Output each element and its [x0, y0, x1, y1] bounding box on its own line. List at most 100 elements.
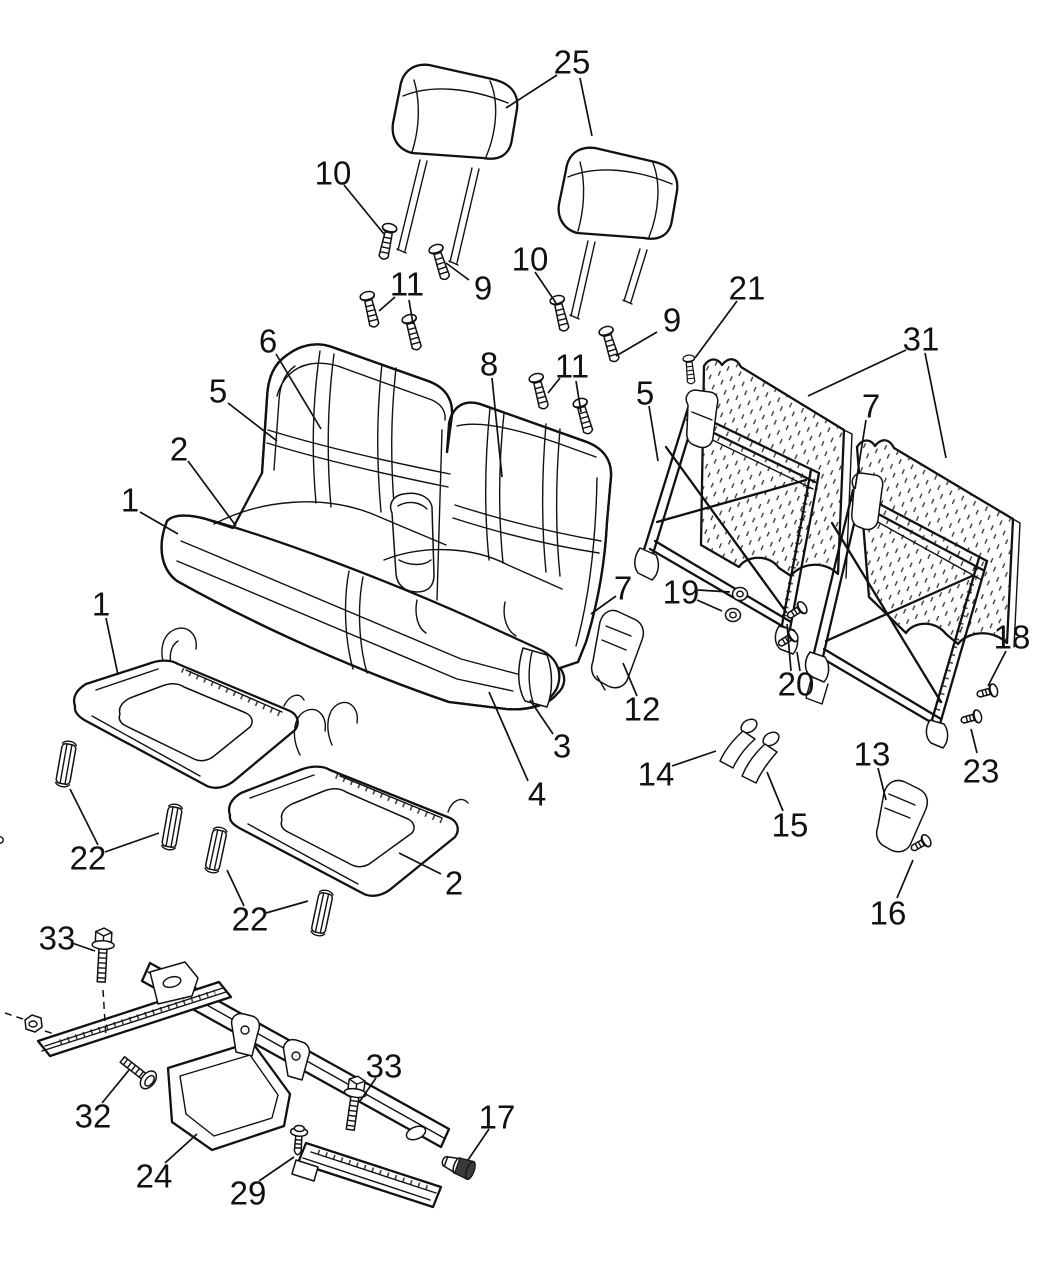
leader-line: [398, 852, 442, 875]
frame-latch: [685, 389, 719, 449]
leader-line: [275, 353, 322, 430]
handle-14: [719, 718, 758, 769]
callout-20: 20: [778, 666, 815, 703]
cushion-side-panel: [518, 647, 553, 708]
headrest-right: [557, 146, 679, 320]
leader-line: [467, 1128, 490, 1161]
seatback-left-cover: [260, 343, 454, 518]
leader-line: [786, 623, 792, 672]
callout-7: 7: [862, 388, 880, 425]
callout-1: 1: [121, 482, 139, 519]
callout-11: 11: [390, 266, 424, 303]
leader-line: [529, 699, 554, 735]
callout-5: 5: [636, 375, 654, 412]
handle-15: [741, 731, 780, 784]
callout-2: 2: [170, 431, 188, 468]
callout-6: 6: [259, 323, 277, 360]
callout-10: 10: [315, 155, 352, 192]
leader-line: [694, 300, 738, 359]
leader-line: [227, 402, 278, 442]
callout-22: 22: [70, 840, 107, 877]
leader-line: [547, 377, 561, 394]
floor-hardware: [4, 926, 476, 1181]
spacer-22-icon: [54, 739, 78, 789]
callout-22: 22: [232, 901, 269, 938]
bolt-32-icon: [119, 1056, 158, 1090]
leader-line: [590, 595, 617, 615]
screw-20-icon: [783, 599, 810, 623]
bolt-33-left-icon: [89, 926, 116, 984]
callout-12: 12: [624, 691, 661, 728]
left-track: [36, 980, 233, 1058]
riser-bracket-24: [166, 1040, 292, 1152]
leader-line: [877, 767, 887, 801]
callout-19: 19: [663, 574, 700, 611]
leader-line: [615, 331, 658, 357]
leader-line: [970, 728, 978, 754]
screw-29-icon: [289, 1124, 309, 1156]
callout-25: 25: [554, 44, 591, 81]
leader-line: [71, 942, 96, 952]
screw-23-icon: [958, 708, 984, 728]
leader-line: [104, 832, 160, 853]
leader-line: [924, 352, 947, 459]
screw-10-right-icon: [548, 293, 573, 334]
cushion-cover: [160, 501, 563, 711]
callout-7: 7: [614, 570, 632, 607]
leader-line: [534, 271, 557, 304]
nut-icon: [4, 1012, 58, 1036]
leader-line: [766, 771, 784, 812]
leader-line: [69, 788, 99, 846]
frame-foot: [804, 651, 830, 683]
leader-line: [622, 662, 638, 697]
leader-line: [343, 184, 385, 235]
floor-riser-assembly: [36, 961, 451, 1209]
callout-9: 9: [474, 270, 492, 307]
leader-line: [671, 750, 717, 767]
cushion-frame-left: [72, 627, 305, 789]
callout-14: 14: [638, 756, 675, 793]
callout-31: 31: [903, 321, 940, 358]
callout-1: 1: [92, 586, 110, 623]
seatback-right-cover: [436, 401, 613, 664]
leader-line: [378, 296, 396, 312]
seatback-frame-left: [634, 358, 853, 655]
leader-line: [807, 349, 907, 397]
screw-11-right2-icon: [571, 396, 597, 437]
screw-9-right-icon: [597, 324, 624, 365]
frame-foot: [634, 547, 660, 581]
leader-line: [408, 299, 414, 325]
leader-line: [187, 460, 237, 527]
callout-32: 32: [75, 1098, 112, 1135]
callout-33: 33: [366, 1048, 403, 1085]
leader-line: [226, 869, 245, 907]
leader-line: [697, 589, 731, 593]
callout-15: 15: [772, 807, 809, 844]
leader-line: [987, 650, 1007, 687]
leader-line: [164, 1133, 198, 1164]
side-shield-13: [0, 779, 929, 853]
callout-24: 24: [136, 1158, 173, 1195]
leader-line: [445, 262, 470, 281]
cushion-frame-right: [227, 701, 469, 897]
screw-11-right-icon: [527, 371, 553, 412]
callout-16: 16: [870, 895, 907, 932]
washers-19: [724, 586, 749, 623]
leader-line: [105, 617, 119, 676]
callout-2: 2: [445, 865, 463, 902]
callout-17: 17: [479, 1099, 516, 1136]
callout-10: 10: [512, 241, 549, 278]
leader-line: [505, 74, 558, 109]
leader-line: [854, 419, 867, 490]
callout-33: 33: [39, 920, 76, 957]
leader-line: [796, 651, 801, 672]
screw-11-left-icon: [358, 289, 383, 330]
seatback-frame-right: [804, 439, 1021, 749]
frame-foot: [925, 719, 949, 749]
callout-11: 11: [555, 348, 589, 385]
screw-9-left-icon: [427, 241, 454, 283]
callout-21: 21: [729, 270, 766, 307]
leader-line: [265, 900, 309, 914]
leader-line: [648, 405, 659, 462]
